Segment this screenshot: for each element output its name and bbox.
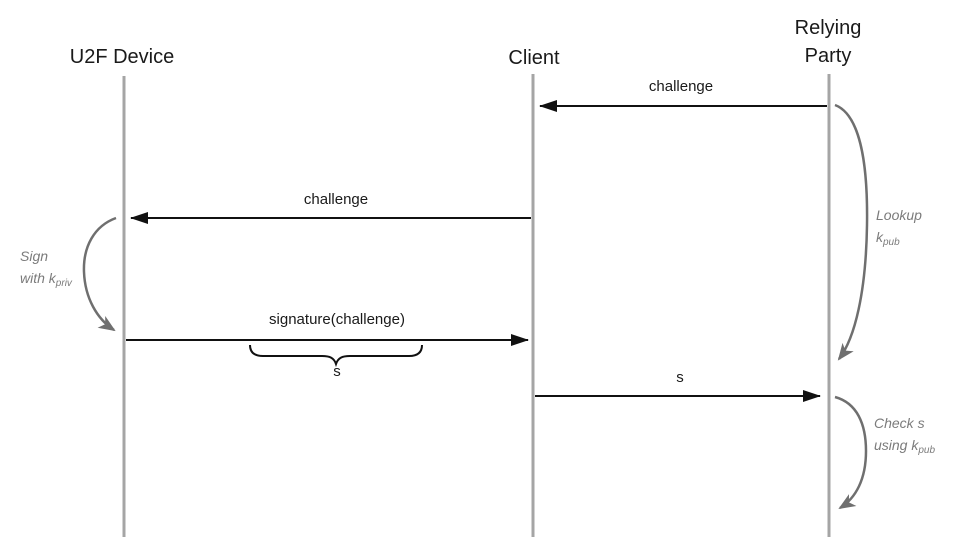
note-lookup-line1: Lookup <box>876 207 922 223</box>
note-check-line2: using kpub <box>874 437 936 456</box>
brace-label-s: s <box>333 363 341 380</box>
note-sign-line2: with kpriv <box>20 270 72 289</box>
actor-label-u2f-device: U2F Device <box>69 46 175 68</box>
kpub-subscript-2: pub <box>918 445 936 456</box>
brace-signature-s <box>249 344 423 368</box>
actor-label-relying-party: Relying Party <box>794 17 862 67</box>
note-sign-line1: Sign <box>20 248 49 264</box>
self-arrow-check-s <box>834 395 868 510</box>
actor-label-client: Client <box>508 47 560 69</box>
note-lookup-kpub: Lookup kpub <box>876 204 922 251</box>
message-label-challenge-1: challenge <box>648 78 714 95</box>
kpub-subscript-1: pub <box>883 237 900 248</box>
kpriv-subscript: priv <box>55 278 72 289</box>
note-lookup-line2: kpub <box>876 229 900 248</box>
note-sign-with-kpriv: Sign with kpriv <box>20 245 72 292</box>
note-check-line1: Check s <box>874 415 925 431</box>
message-label-s: s <box>676 369 684 386</box>
message-label-challenge-2: challenge <box>303 191 369 208</box>
message-label-signature: signature(challenge) <box>269 311 405 328</box>
self-arrow-lookup-kpub <box>834 103 869 361</box>
self-arrow-sign-with-kpriv <box>82 216 117 332</box>
note-check-s-kpub: Check s using kpub <box>874 412 935 459</box>
